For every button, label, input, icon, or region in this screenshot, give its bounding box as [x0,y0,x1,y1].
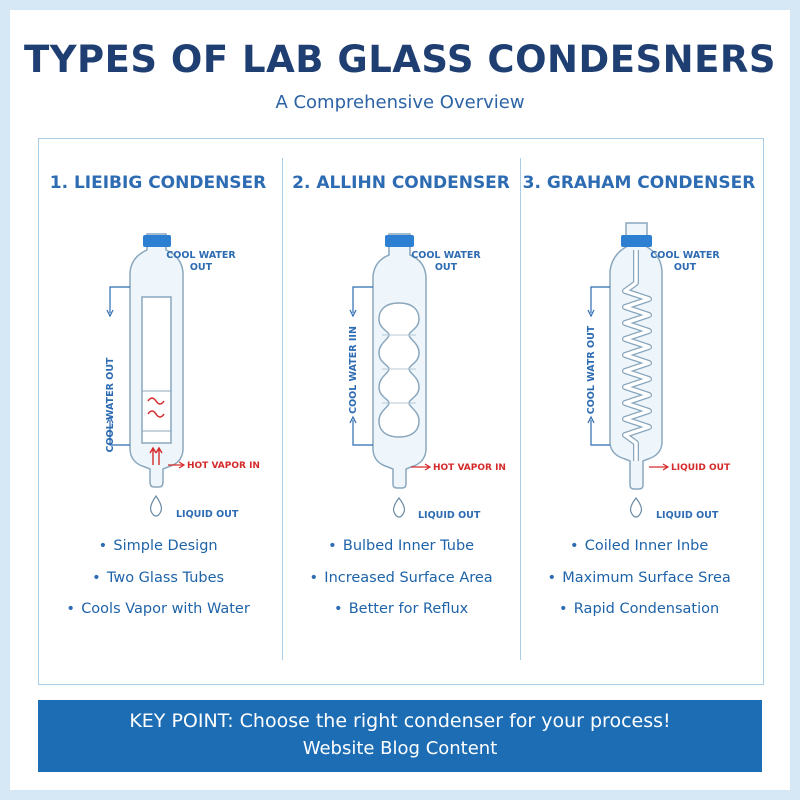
water-flow-arrow [349,415,357,424]
page-subtitle: A Comprehensive Overview [275,92,525,113]
water-flow-line [109,420,130,446]
cool-water-out-label: COOL WATER [411,250,481,261]
water-flow-line [590,286,610,313]
vapor-wave [147,397,165,405]
inlet-label: HOT VAPOR IN [187,461,260,471]
list-item: •Two Glass Tubes [92,569,225,586]
inlet-arrow [411,463,432,471]
water-flow-arrow [587,309,595,318]
water-flow-arrow [106,309,114,318]
water-flow-line [109,286,130,313]
liebig-condenser-illustration: COOL WATER OUT COOL WATER OUT HOT VAPOR … [105,233,260,520]
allihn-condenser-illustration: COOL WATER IIN COOL WATER OUT HOT VAPOR … [348,233,506,521]
water-flow-arrow [349,309,357,318]
graham-condenser-illustration: COOL WATR OUT COOL WATER OUT LIQUID OUT … [586,222,731,521]
liquid-drop-icon [392,497,406,518]
banner-caption: Website Blog Content [302,738,498,759]
column-divider [520,158,521,660]
water-flow-line [352,286,373,313]
key-point-text: KEY POINT: Choose the right condenser fo… [129,710,671,732]
list-item: •Bulbed Inner Tube [328,538,475,554]
liquid-out-label: LIQUID OUT [418,510,481,521]
cool-water-out-label: COOL WATER [166,250,236,261]
list-item: •Simple Design [98,538,218,554]
cool-water-out-label-2: OUT [435,262,458,273]
liebig-joint [143,235,171,247]
inlet-label: LIQUID OUT [671,463,731,473]
liquid-drop-icon [149,494,163,517]
column-divider [282,158,283,660]
graham-title: 3. GRAHAM CONDENSER [522,173,756,193]
side-water-label: COOL WATER OUT [105,357,116,453]
cool-water-out-label-2: OUT [190,262,213,273]
liebig-features: •Simple Design •Two Glass Tubes •Cools V… [38,533,278,628]
list-item: •Increased Surface Area [309,569,493,586]
page-title: TYPES OF LAB GLASS CONDESNERS [23,38,777,81]
graham-joint [621,235,652,247]
liquid-out-label: LIQUID OUT [176,509,239,520]
list-item: •Cools Vapor with Water [66,601,250,617]
cool-water-out-label: COOL WATER [650,250,720,261]
list-item: •Rapid Condensation [559,601,720,617]
water-flow-line [352,420,373,446]
allihn-features: •Bulbed Inner Tube •Increased Surface Ar… [281,533,521,628]
list-item: •Coiled Inner Inbe [569,538,709,554]
vapor-wave [147,410,165,418]
list-item: •Maximum Surface Srea [547,569,731,586]
inlet-arrow [649,463,670,471]
list-item: •Better for Reflux [333,601,469,617]
inlet-arrow [168,461,186,469]
cool-water-out-label-2: OUT [674,262,697,273]
vapor-up-arrow [149,446,157,465]
liquid-out-label: LIQUID OUT [656,510,719,521]
inlet-label: HOT VAPOR IN [433,463,506,473]
side-water-label: COOL WATR OUT [586,325,597,414]
allihn-joint [385,235,414,247]
liebig-title: 1. LIEIBIG CONDENSER [49,173,267,193]
allihn-title: 2. ALLIHN CONDENSER [292,173,510,193]
water-flow-arrow [106,415,114,424]
water-flow-line [590,420,610,446]
key-point-banner: KEY POINT: Choose the right condenser fo… [38,700,762,772]
liebig-inner-tube [141,296,172,444]
graham-features: •Coiled Inner Inbe •Maximum Surface Srea… [519,533,759,628]
side-water-label: COOL WATER IIN [348,326,359,414]
vapor-up-arrow [155,446,163,465]
water-flow-arrow [587,415,595,424]
liquid-drop-icon [629,497,643,518]
